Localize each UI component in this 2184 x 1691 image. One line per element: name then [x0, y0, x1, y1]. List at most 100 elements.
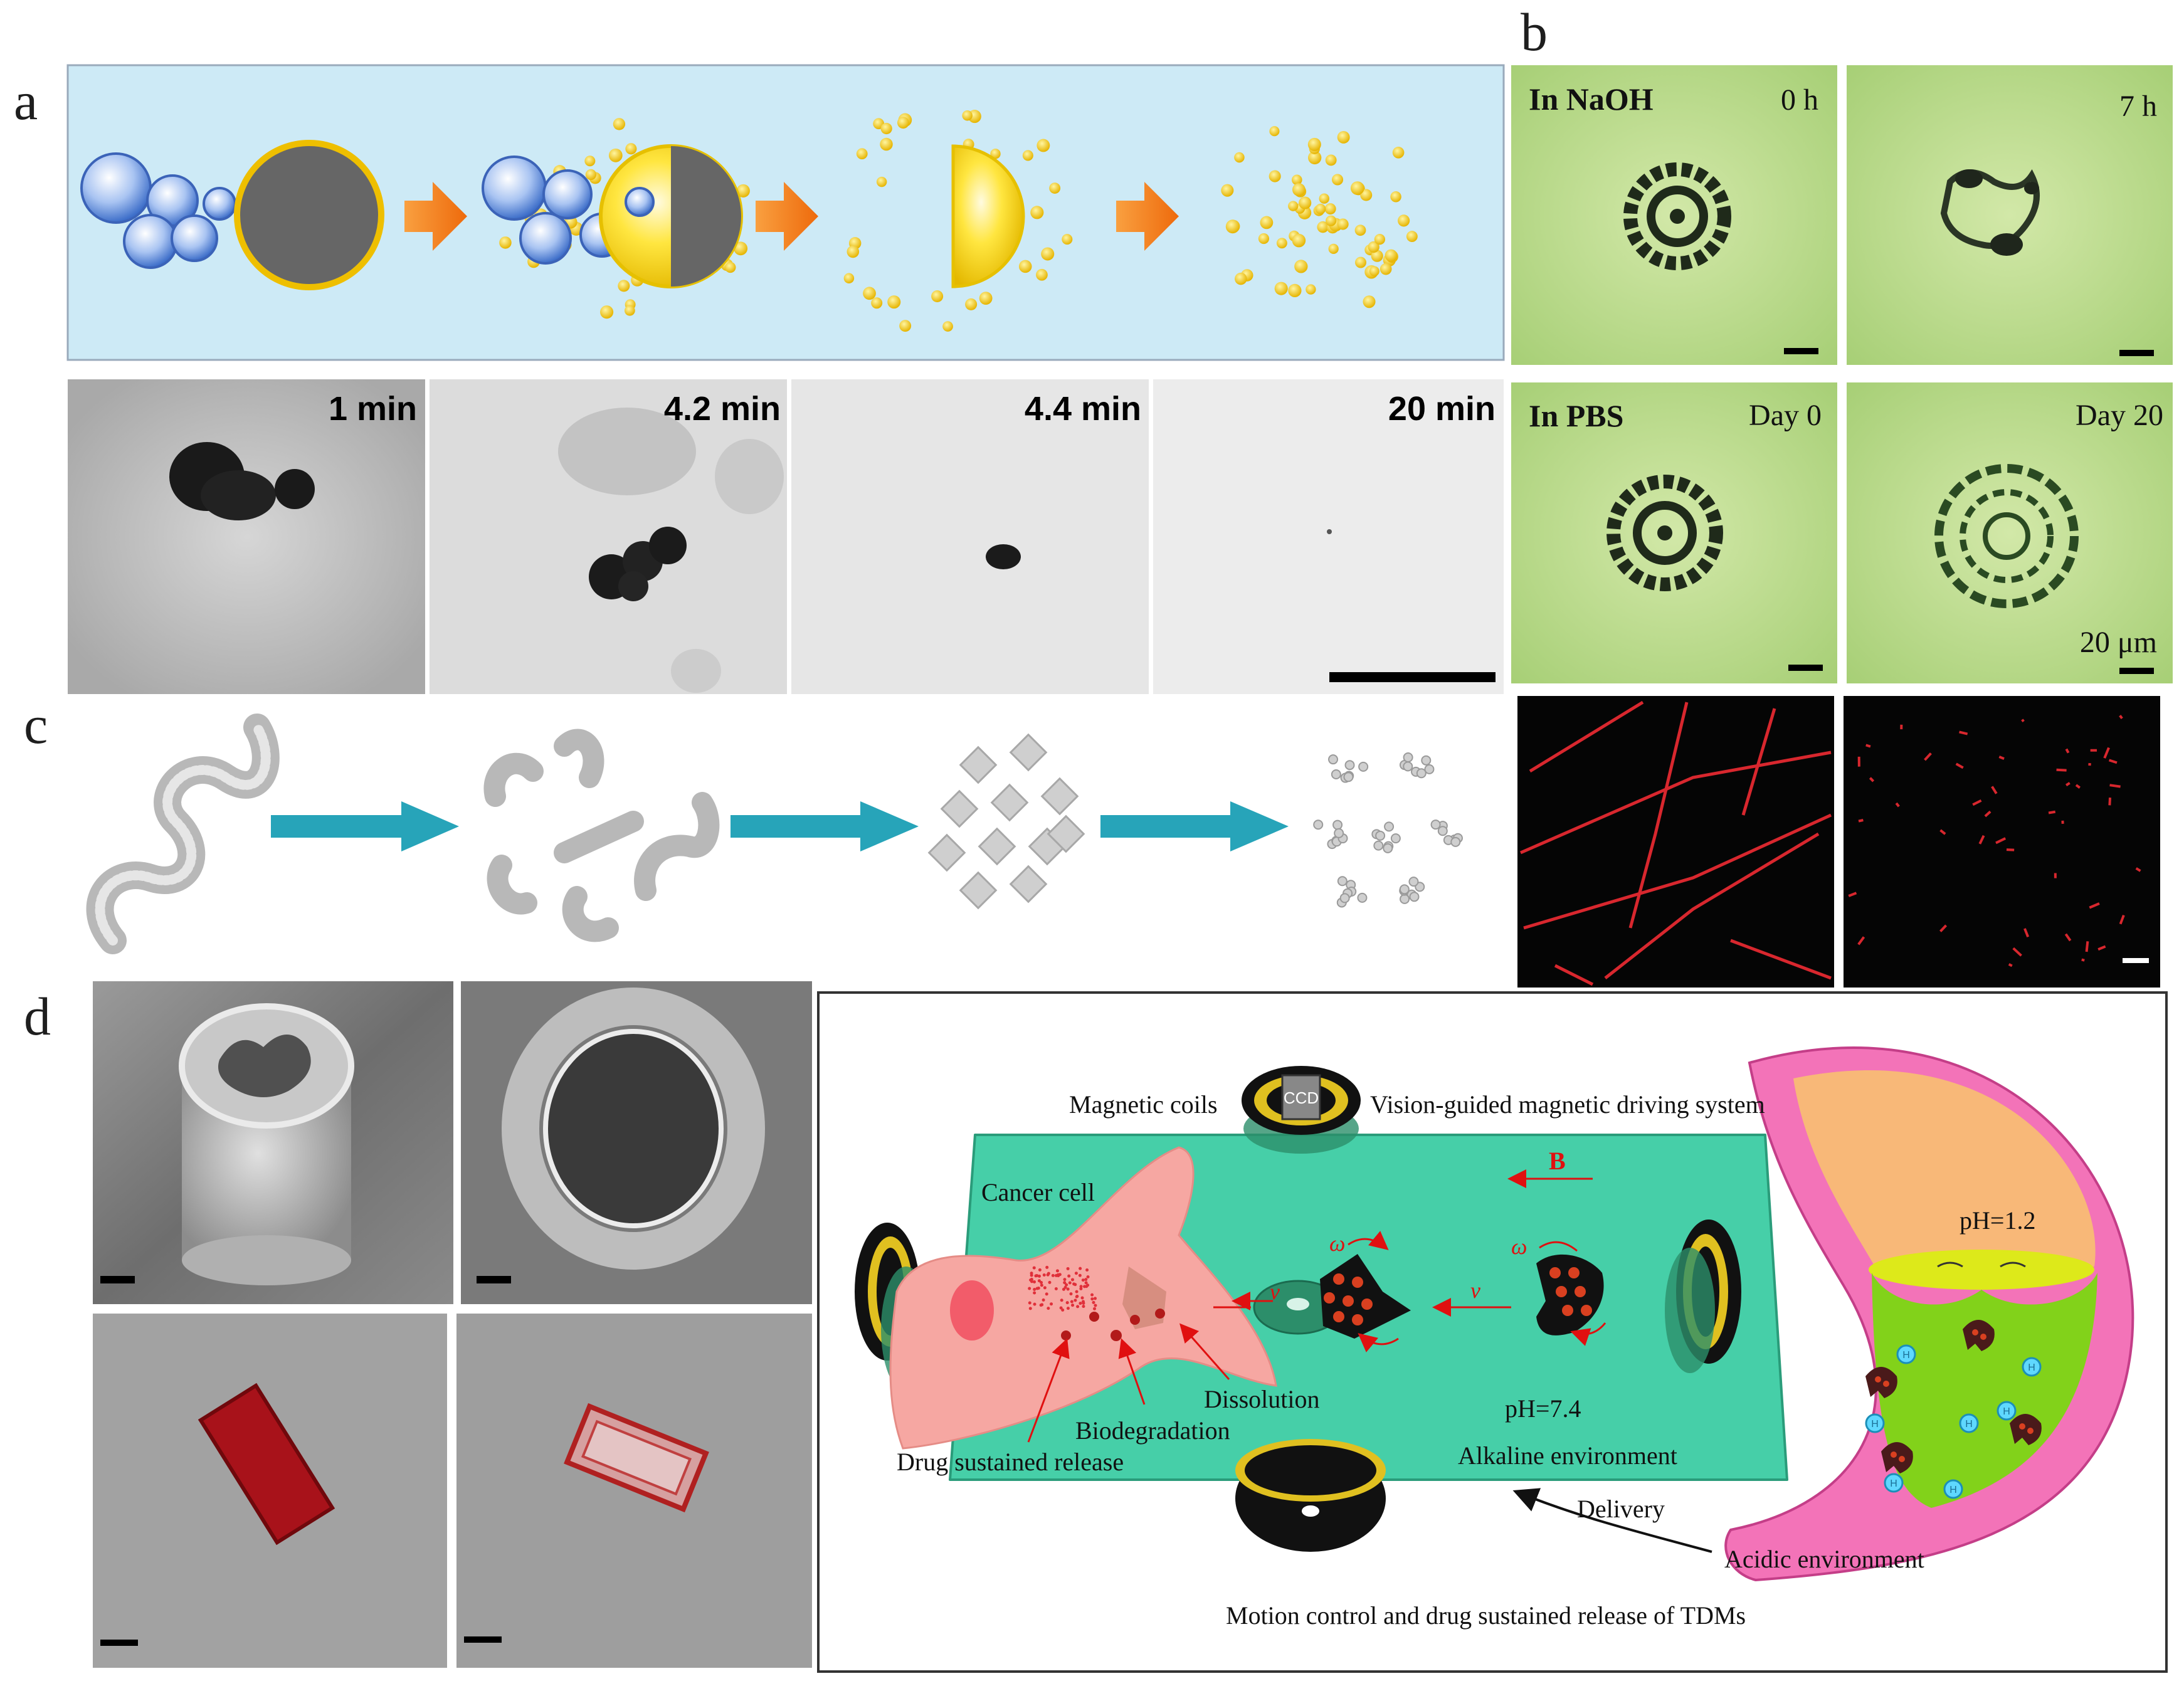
process-pointer-arrows	[1027, 1323, 1230, 1443]
rotating-field-hub	[1287, 1298, 1309, 1310]
empty-capsule	[564, 1403, 709, 1513]
stage-1-janus-motor	[80, 140, 384, 290]
degradation-arrow-icon	[731, 801, 919, 851]
fiber-fragment	[1865, 744, 1871, 748]
microcapsule-bottom	[182, 1235, 351, 1285]
drug-molecule	[1067, 1274, 1071, 1278]
delivery-arrow	[1512, 1488, 1712, 1553]
scale-bar	[1784, 348, 1818, 354]
scale-bar	[1788, 665, 1823, 671]
released-particle	[1037, 139, 1050, 152]
process-arrow-icon	[1116, 182, 1179, 251]
drug-molecule	[1033, 1302, 1037, 1306]
fiber-fragment	[2108, 759, 2118, 764]
drug-molecule	[1047, 1272, 1050, 1275]
fiber-fragment	[2119, 715, 2123, 720]
nanoparticle	[1375, 830, 1386, 841]
released-particle	[1041, 247, 1055, 261]
drug-molecule	[1048, 1280, 1052, 1284]
fiber-fragment	[1848, 892, 1857, 897]
nanoparticle	[1403, 752, 1413, 762]
acidic-label: Acidic environment	[1724, 1545, 1924, 1573]
released-particle	[876, 176, 887, 187]
released-particle	[897, 117, 909, 129]
magnetic-coil-bottom	[1235, 1439, 1386, 1552]
released-particle	[1325, 154, 1337, 166]
nanoparticle	[1344, 760, 1355, 771]
released-particle	[1371, 250, 1383, 262]
drug-molecule	[1081, 1278, 1085, 1282]
fiber-fragment	[1939, 829, 1946, 835]
intestine-ph-label: pH=7.4	[1505, 1394, 1581, 1423]
released-particle	[1288, 201, 1299, 211]
drug-molecule	[1074, 1272, 1078, 1275]
nanoparticle	[1331, 769, 1341, 780]
hydrogen-ion	[1997, 1401, 2017, 1421]
nanoparticle	[1357, 892, 1368, 903]
drug-molecule	[1079, 1302, 1082, 1305]
drug-payload	[1899, 1456, 1905, 1462]
drug-molecule	[1070, 1278, 1074, 1282]
fiber-fragment	[2081, 958, 2085, 962]
fiber-fragment	[1857, 936, 1865, 946]
released-particle	[1299, 196, 1312, 209]
drug-molecule	[1074, 1299, 1077, 1302]
microrobots-in-stomach	[1865, 1320, 2042, 1473]
released-particle	[1018, 260, 1032, 273]
nanoparticle	[1403, 761, 1413, 772]
timepoint-label: 4.4 min	[1025, 390, 1141, 428]
released-particle	[1363, 295, 1376, 308]
magnetic-field-label: B	[1549, 1147, 1566, 1175]
bubble	[171, 214, 218, 262]
dissolving-haze	[671, 649, 721, 693]
fiber-fragment	[2119, 914, 2125, 925]
fiber-fragment	[2075, 784, 2081, 789]
stomach-microrobot	[1865, 1367, 1897, 1398]
released-particle	[624, 305, 635, 316]
tdm-microrobot	[1536, 1254, 1604, 1335]
drug-molecule	[1051, 1273, 1055, 1277]
pollen-swollen	[1934, 464, 2079, 608]
motor-cluster	[649, 527, 687, 564]
hydrogen-ion-label: H	[1890, 1478, 1897, 1489]
drug-molecule	[1038, 1268, 1042, 1272]
drug-molecule	[1065, 1283, 1068, 1287]
drug-molecule	[1066, 1267, 1070, 1270]
released-particle	[1319, 193, 1329, 204]
surface-ripples	[1937, 1262, 2026, 1268]
delivery-label: Delivery	[1577, 1495, 1665, 1523]
released-particle	[1306, 284, 1316, 295]
drug-molecule	[1079, 1267, 1082, 1270]
released-particle	[1354, 224, 1366, 236]
drug-payload	[2019, 1423, 2025, 1430]
drug-payload	[1875, 1376, 1881, 1383]
panel-d-label: d	[24, 986, 51, 1046]
motor-cluster	[201, 470, 276, 520]
bubble	[482, 155, 547, 221]
released-particle	[1022, 150, 1033, 161]
drug-molecule	[1043, 1286, 1047, 1290]
released-particle	[1030, 206, 1044, 219]
released-particle	[736, 184, 750, 198]
nanoparticle	[1384, 821, 1395, 832]
dissolving-microrobot	[1061, 1267, 1166, 1341]
fragment-cube	[959, 871, 998, 910]
fluorescence-intact	[1517, 696, 1834, 988]
motor-residue	[1327, 529, 1332, 534]
drug-molecule	[1068, 1281, 1072, 1285]
released-particle	[880, 122, 892, 135]
drug-molecule	[1063, 1281, 1067, 1285]
drug-molecule	[1079, 1287, 1083, 1290]
fragment-cube	[927, 833, 966, 872]
bubble	[80, 152, 152, 224]
panel-c: c	[24, 695, 1463, 954]
capsule-interior	[218, 1035, 311, 1097]
released-particle	[1049, 182, 1061, 194]
fiber-fragment	[1991, 786, 1998, 794]
fragment-cubes	[927, 733, 1085, 910]
nanoparticle	[1437, 826, 1448, 836]
hydrogen-ion-label: H	[2003, 1406, 2010, 1417]
drug-molecule	[1092, 1300, 1095, 1304]
